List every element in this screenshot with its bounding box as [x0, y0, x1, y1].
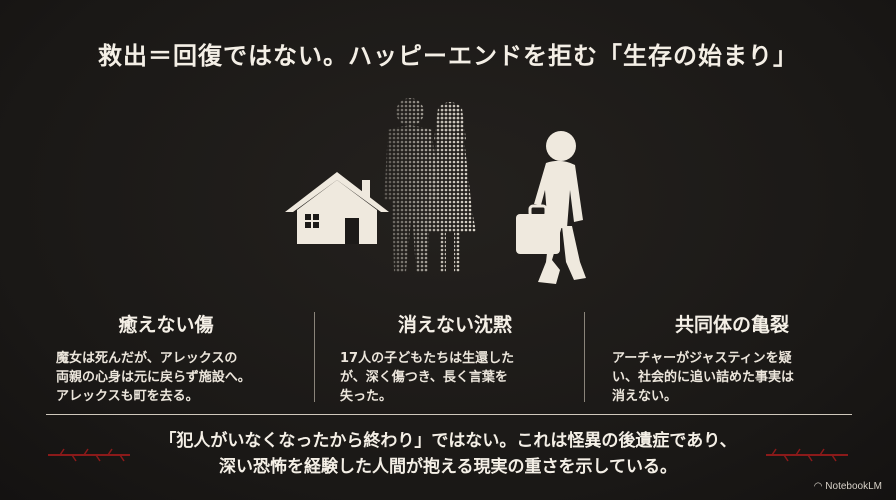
notebooklm-logo-icon: ◠ [813, 481, 823, 492]
text-line: アーチャーがジャスティンを疑 [612, 351, 792, 366]
section-divider [46, 414, 852, 415]
conclusion-line: 深い恐怖を経験した人間が抱える現実の重さを示している。 [219, 457, 677, 477]
illustration [285, 98, 586, 284]
text-line: 魔女は死んだが、アレックスの [56, 351, 238, 366]
house-icon [285, 172, 389, 244]
text-line: が、深く傷つき、長く言葉を [340, 370, 508, 385]
column-heading: 癒えない傷 [118, 314, 214, 336]
column-heading: 共同体の亀裂 [674, 314, 789, 336]
column-divider [584, 312, 585, 402]
column-divider [314, 312, 315, 402]
column-text: アーチャーがジャスティンを疑 い、社会的に追い詰めた事実は 消えない。 [612, 349, 872, 406]
column-heading: 消えない沈黙 [397, 314, 512, 336]
column-text: 魔女は死んだが、アレックスの 両親の心身は元に戻らず施設へ。 アレックスも町を去… [56, 349, 316, 406]
conclusion-text: 「犯人がいなくなったから終わり」ではない。これは怪異の後遺症であり、 深い恐怖を… [0, 428, 896, 480]
thorn-branch-icon [48, 448, 130, 462]
column-community: 共同体の亀裂 アーチャーがジャスティンを疑 い、社会的に追い詰めた事実は 消えな… [612, 310, 872, 406]
text-line: 失った。 [340, 389, 393, 404]
parents-silhouette-icon [384, 98, 476, 272]
column-wounds: 癒えない傷 魔女は死んだが、アレックスの 両親の心身は元に戻らず施設へ。 アレッ… [56, 310, 316, 406]
column-silence: 消えない沈黙 17人の子どもたちは生還した が、深く傷つき、長く言葉を 失った。 [340, 310, 600, 406]
text-line: 17人の子どもたちは生還した [340, 351, 515, 366]
text-line: アレックスも町を去る。 [56, 389, 199, 404]
brand-mark: ◠ NotebookLM [814, 481, 882, 492]
brand-label: NotebookLM [825, 481, 882, 492]
column-text: 17人の子どもたちは生還した が、深く傷つき、長く言葉を 失った。 [340, 349, 600, 406]
conclusion-line: 「犯人がいなくなったから終わり」ではない。これは怪異の後遺症であり、 [159, 431, 737, 451]
thorn-branch-icon [766, 448, 848, 462]
page-title: 救出＝回復ではない。ハッピーエンドを拒む「生存の始まり」 [98, 42, 798, 70]
child-with-suitcase-icon [516, 131, 586, 284]
text-line: 消えない。 [612, 389, 678, 404]
text-line: 両親の心身は元に戻らず施設へ。 [56, 370, 251, 385]
text-line: い、社会的に追い詰めた事実は [612, 370, 795, 385]
